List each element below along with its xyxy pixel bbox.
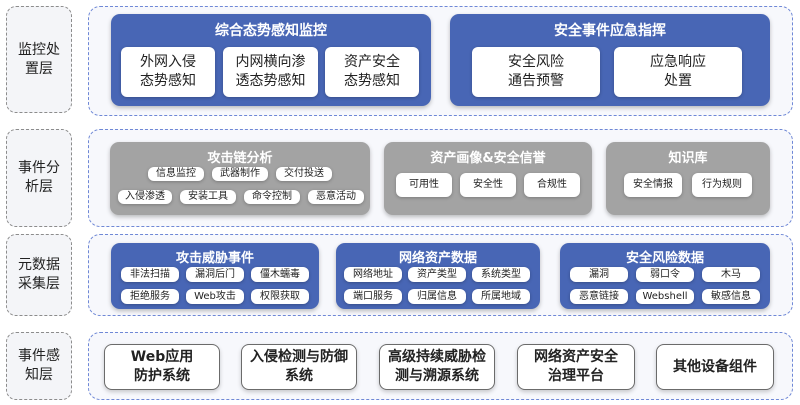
availability-card: 可用性 bbox=[396, 173, 452, 197]
attack-chain-title: 攻击链分析 bbox=[207, 151, 273, 166]
attack-step-6: 命令控制 bbox=[244, 190, 300, 204]
threat-item-4: 拒绝服务 bbox=[121, 289, 179, 304]
threat-item-2: 漏洞后门 bbox=[186, 267, 244, 282]
network-item-4: 端口服务 bbox=[344, 289, 402, 304]
threat-item-6: 权限获取 bbox=[251, 289, 309, 304]
risk-item-2: 弱口令 bbox=[636, 267, 694, 282]
attack-step-2: 武器制作 bbox=[212, 167, 268, 181]
compliance-card: 合规性 bbox=[524, 173, 580, 197]
layer-label-event-analysis: 事件分 析层 bbox=[6, 129, 72, 227]
attack-step-1: 信息监控 bbox=[148, 167, 204, 181]
risk-item-1: 漏洞 bbox=[570, 267, 628, 282]
risk-warning-card: 安全风险 通告预警 bbox=[472, 47, 600, 97]
risk-item-5: Webshell bbox=[636, 289, 694, 304]
internal-lateral-card: 内网横向渗 透态势感知 bbox=[223, 47, 318, 97]
knowledge-base-panel: 知识库 安全情报 行为规则 bbox=[606, 142, 770, 215]
attack-step-5: 安装工具 bbox=[180, 190, 236, 204]
layer-label-monitor: 监控处 置层 bbox=[6, 6, 72, 113]
emergency-command-title: 安全事件应急指挥 bbox=[554, 23, 666, 39]
threat-item-5: Web攻击 bbox=[186, 289, 244, 304]
asset-security-card: 资产安全 态势感知 bbox=[325, 47, 419, 97]
risk-item-4: 恶意链接 bbox=[570, 289, 628, 304]
attack-step-3: 交付投送 bbox=[276, 167, 332, 181]
attack-chain-panel: 攻击链分析 信息监控 武器制作 交付投送 入侵渗透 安装工具 命令控制 恶意活动 bbox=[110, 142, 370, 215]
security-card: 安全性 bbox=[460, 173, 516, 197]
network-asset-panel: 网络资产数据 网络地址 资产类型 系统类型 端口服务 归属信息 所属地域 bbox=[336, 243, 540, 309]
asset-profile-title: 资产画像&安全信誉 bbox=[430, 151, 546, 166]
network-item-2: 资产类型 bbox=[408, 267, 466, 282]
attack-step-4: 入侵渗透 bbox=[118, 190, 172, 204]
network-asset-title: 网络资产数据 bbox=[398, 251, 477, 266]
waf-system-box: Web应用 防护系统 bbox=[104, 344, 220, 390]
external-intrusion-card: 外网入侵 态势感知 bbox=[121, 47, 215, 97]
apt-detection-system-box: 高级持续威胁检 测与溯源系统 bbox=[379, 344, 495, 390]
threat-intel-card: 安全情报 bbox=[624, 173, 682, 197]
emergency-response-card: 应急响应 处置 bbox=[614, 47, 742, 97]
security-risk-title: 安全风险数据 bbox=[625, 251, 704, 266]
threat-item-1: 非法扫描 bbox=[121, 267, 179, 282]
threat-events-title: 攻击威胁事件 bbox=[175, 251, 254, 266]
ids-ips-system-box: 入侵检测与防御 系统 bbox=[241, 344, 357, 390]
threat-item-3: 僵木蠕毒 bbox=[251, 267, 309, 282]
network-item-3: 系统类型 bbox=[472, 267, 530, 282]
asset-profile-panel: 资产画像&安全信誉 可用性 安全性 合规性 bbox=[384, 142, 592, 215]
layer-label-perception: 事件感 知层 bbox=[6, 332, 72, 400]
behavior-rules-card: 行为规则 bbox=[692, 173, 752, 197]
situation-monitor-title: 综合态势感知监控 bbox=[215, 23, 327, 39]
security-risk-panel: 安全风险数据 漏洞 弱口令 木马 恶意链接 Webshell 敏感信息 bbox=[560, 243, 770, 309]
risk-item-3: 木马 bbox=[702, 267, 760, 282]
emergency-command-panel: 安全事件应急指挥 安全风险 通告预警 应急响应 处置 bbox=[450, 14, 770, 106]
asset-governance-platform-box: 网络资产安全 治理平台 bbox=[517, 344, 635, 390]
layer-label-metadata: 元数据 采集层 bbox=[6, 234, 72, 316]
situation-monitor-panel: 综合态势感知监控 外网入侵 态势感知 内网横向渗 透态势感知 资产安全 态势感知 bbox=[111, 14, 431, 106]
attack-step-7: 恶意活动 bbox=[308, 190, 364, 204]
knowledge-base-title: 知识库 bbox=[668, 151, 708, 166]
risk-item-6: 敏感信息 bbox=[702, 289, 760, 304]
other-devices-box: 其他设备组件 bbox=[656, 344, 774, 390]
network-item-6: 所属地域 bbox=[472, 289, 530, 304]
network-item-1: 网络地址 bbox=[344, 267, 402, 282]
threat-events-panel: 攻击威胁事件 非法扫描 漏洞后门 僵木蠕毒 拒绝服务 Web攻击 权限获取 bbox=[111, 243, 319, 309]
network-item-5: 归属信息 bbox=[408, 289, 466, 304]
